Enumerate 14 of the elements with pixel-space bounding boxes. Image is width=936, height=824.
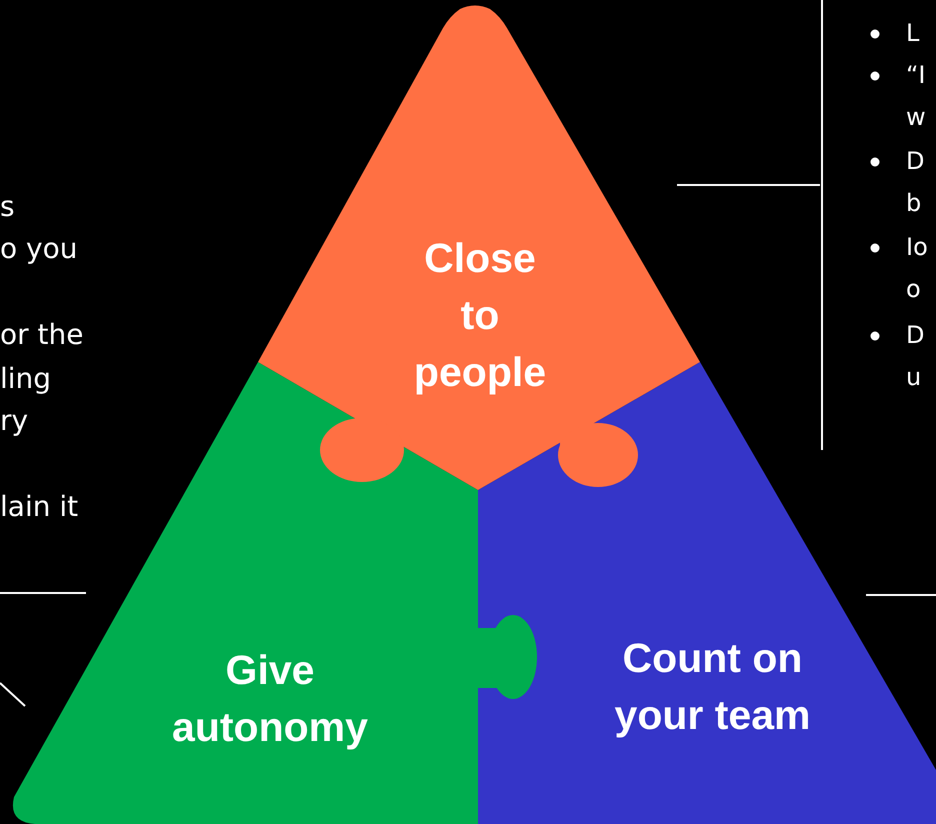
piece-label: Give autonomy xyxy=(171,646,369,752)
text-fragment: s xyxy=(0,189,15,225)
text-fragment: or the xyxy=(0,317,84,353)
piece-label: Count on your team xyxy=(614,634,812,740)
text-fragment: o you xyxy=(0,231,78,267)
bullet-text: D u xyxy=(906,320,924,393)
bullet-text: D b xyxy=(906,146,924,219)
text-fragment: lain it xyxy=(0,489,78,525)
text-fragment: ling xyxy=(0,361,52,397)
bullet-text: Io o xyxy=(906,232,928,305)
piece-label: Close to people xyxy=(412,234,548,397)
bullet-text: L xyxy=(906,18,920,49)
bullet-text: “I w xyxy=(906,60,926,133)
text-fragment: ry xyxy=(0,403,28,439)
